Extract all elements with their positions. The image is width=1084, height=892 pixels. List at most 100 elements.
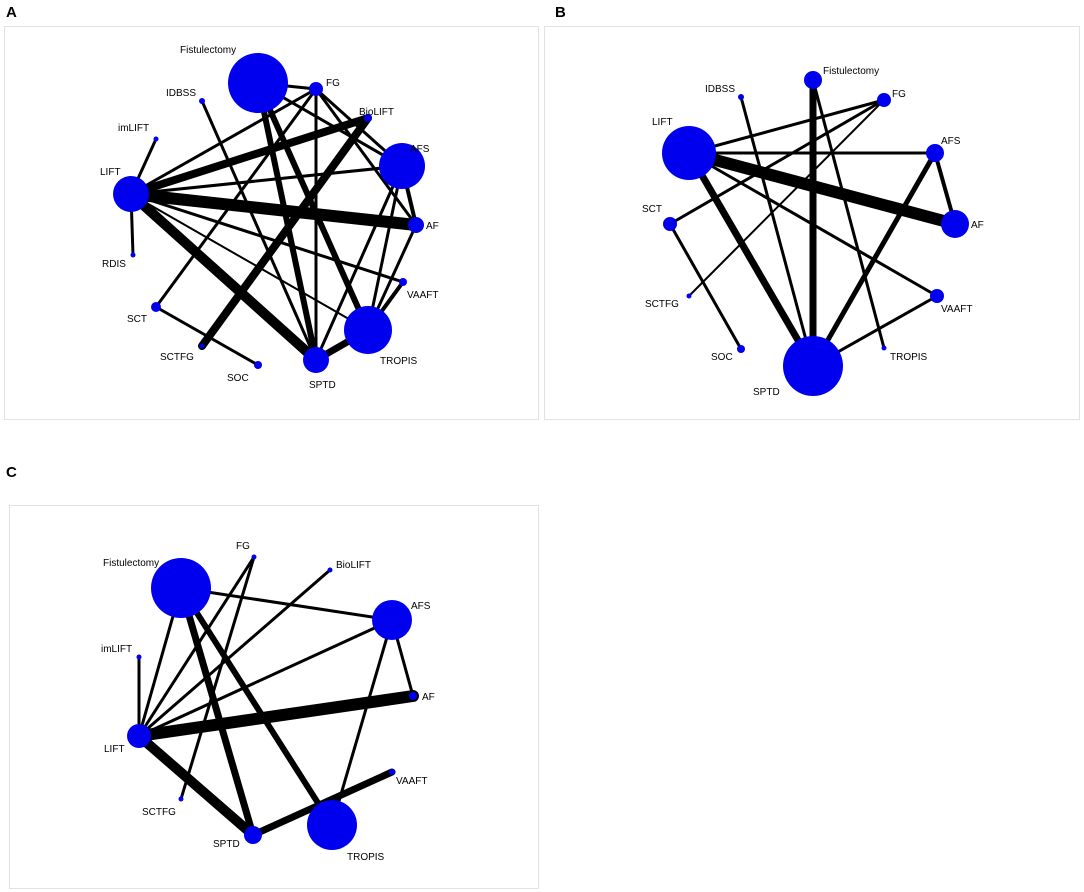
node-lift [113, 176, 149, 212]
edge-lift-afs [129, 164, 404, 196]
node-tropis [881, 345, 887, 351]
node-biolift [327, 567, 333, 573]
edge-fg-sctfg [179, 555, 256, 801]
node-label-idbss: IDBSS [166, 88, 196, 99]
node-sptd [783, 336, 843, 396]
edge-lift-sptd [126, 189, 321, 365]
node-af [409, 692, 417, 700]
edge-lift-biolift [127, 114, 372, 198]
edge-afs-sptd [810, 150, 938, 369]
panel-letter-c: C [6, 464, 17, 481]
node-label-fistulectomy: Fistulectomy [103, 558, 159, 569]
node-lift [127, 724, 151, 748]
node-label-sctfg: SCTFG [160, 352, 194, 363]
node-label-vaaft: VAAFT [941, 304, 972, 315]
node-fistulectomy [151, 558, 211, 618]
node-tropis [344, 306, 392, 354]
node-imlift [153, 136, 159, 142]
edge-sct-soc [668, 222, 743, 351]
node-af [408, 217, 424, 233]
node-biolift [364, 114, 372, 122]
node-label-sct: SCT [642, 204, 662, 215]
edge-lift-afs [137, 618, 394, 738]
node-label-tropis: TROPIS [347, 852, 385, 863]
node-soc [254, 361, 262, 369]
edge-fistulectomy-afs [179, 586, 394, 622]
edge-fistulectomy-sptd [255, 80, 319, 363]
node-label-sptd: SPTD [213, 839, 240, 850]
node-sct [663, 217, 677, 231]
node-fg [251, 554, 257, 560]
node-label-tropis: TROPIS [380, 356, 418, 367]
edge-afs-tropis [366, 164, 404, 332]
node-vaaft [930, 289, 944, 303]
edge-lift-fg [687, 98, 886, 155]
node-afs [372, 600, 412, 640]
edge-fg-sctfg [688, 99, 885, 297]
node-label-fg: FG [892, 89, 906, 100]
node-af [941, 210, 969, 238]
node-label-imlift: imLIFT [118, 123, 149, 134]
node-label-imlift: imLIFT [101, 644, 132, 655]
edge-lift-tropis [130, 193, 369, 331]
node-label-soc: SOC [711, 352, 733, 363]
edge-lift-sptd [134, 731, 258, 840]
node-sct [151, 302, 161, 312]
node-label-sct: SCT [127, 314, 147, 325]
edge-sct-soc [154, 305, 260, 367]
panel-letter-b: B [555, 4, 566, 21]
node-label-sctfg: SCTFG [645, 299, 679, 310]
edge-lift-af [125, 188, 422, 231]
edge-fistulectomy-tropis [255, 80, 371, 333]
node-tropis [307, 800, 357, 850]
edge-idbss-sptd [739, 95, 815, 368]
node-sctfg [178, 796, 184, 802]
node-imlift [136, 654, 142, 660]
node-label-afs: AFS [941, 136, 961, 147]
network-panel-c: FGBioLIFTFistulectomyAFSimLIFTAFLIFTVAAF… [101, 541, 435, 863]
node-label-biolift: BioLIFT [359, 107, 394, 118]
node-soc [737, 345, 745, 353]
node-label-rdis: RDIS [102, 259, 126, 270]
node-idbss [199, 98, 205, 104]
node-label-lift: LIFT [104, 744, 125, 755]
node-afs [379, 143, 425, 189]
node-label-afs: AFS [410, 144, 430, 155]
node-label-fistulectomy: Fistulectomy [180, 45, 236, 56]
edge-lift-sptd [685, 149, 817, 370]
node-sctfg [199, 343, 205, 349]
node-rdis [130, 252, 136, 258]
node-idbss [738, 94, 744, 100]
node-fg [877, 93, 891, 107]
panel-letter-a: A [6, 4, 17, 21]
edge-fg-sct [668, 98, 886, 226]
node-sctfg [686, 293, 692, 299]
node-fistulectomy [804, 71, 822, 89]
edge-biolift-sctfg [198, 114, 372, 350]
node-lift [662, 126, 716, 180]
node-label-lift: LIFT [100, 167, 121, 178]
edge-lift-biolift [137, 568, 332, 738]
edge-idbss-sptd [200, 99, 318, 362]
node-fistulectomy [228, 53, 288, 113]
edge-lift-af [683, 147, 961, 230]
node-label-af: AF [971, 220, 984, 231]
edge-fg-sct [154, 87, 318, 309]
node-sptd [303, 347, 329, 373]
node-sptd [244, 826, 262, 844]
node-vaaft [389, 769, 395, 775]
node-label-idbss: IDBSS [705, 84, 735, 95]
node-label-sctfg: SCTFG [142, 807, 176, 818]
edge-fistulectomy-sptd [177, 584, 257, 839]
network-panel-a: FistulectomyFGBioLIFTIDBSSimLIFTAFSLIFTA… [100, 45, 439, 391]
node-label-lift: LIFT [652, 117, 673, 128]
node-label-fistulectomy: Fistulectomy [823, 66, 879, 77]
edge-fistulectomy-tropis [178, 585, 335, 828]
node-label-vaaft: VAAFT [396, 776, 427, 787]
node-label-af: AF [426, 221, 439, 232]
node-label-vaaft: VAAFT [407, 290, 438, 301]
node-label-tropis: TROPIS [890, 352, 928, 363]
node-label-sptd: SPTD [753, 387, 780, 398]
node-label-fg: FG [236, 541, 250, 552]
